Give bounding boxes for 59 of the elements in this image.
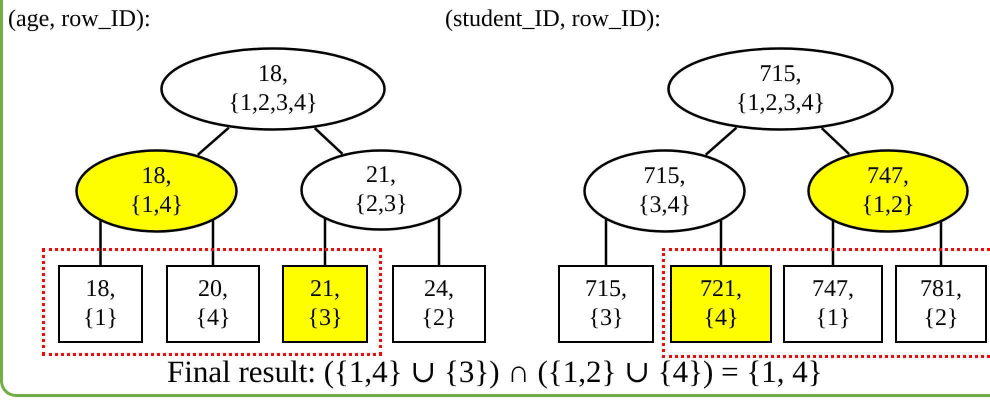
result-formula: Final result: ({1,4} ∪ {3}) ∩ ({1,2} ∪ {4}) = {1, 4} xyxy=(167,354,823,390)
node-label: 721, xyxy=(700,275,742,304)
tree-heading: (student_ID, row_ID): xyxy=(445,6,661,33)
tree-edge xyxy=(704,126,738,156)
node-label: 781, xyxy=(920,275,962,304)
node-label: {3} xyxy=(307,304,343,333)
leaf-node xyxy=(670,265,772,343)
tree-node xyxy=(807,149,969,233)
tree-edge xyxy=(438,218,440,265)
node-label: 20, xyxy=(198,275,228,304)
tree-node xyxy=(583,149,746,233)
tree-node xyxy=(300,149,462,231)
highlight-box xyxy=(662,248,990,358)
tree-edge xyxy=(314,127,344,155)
tree-edge xyxy=(99,220,102,265)
node-label: 18, xyxy=(258,60,288,89)
node-label: {4} xyxy=(195,304,231,333)
tree-edge xyxy=(197,126,230,156)
node-label: {1,2,3,4} xyxy=(228,89,318,118)
tree-node xyxy=(667,47,894,131)
leaf-node xyxy=(895,265,987,343)
tree-edge xyxy=(212,220,214,265)
node-label: 21, xyxy=(366,161,396,190)
node-label: 21, xyxy=(310,275,340,304)
node-label: 747, xyxy=(867,162,909,191)
node-label: {1,2,3,4} xyxy=(736,89,826,118)
tree-edge xyxy=(720,220,722,265)
leaf-node xyxy=(783,265,883,343)
leaf-node xyxy=(166,265,260,343)
tree-heading: (age, row_ID): xyxy=(8,6,151,33)
tree-node xyxy=(160,47,386,131)
node-label: {2} xyxy=(923,304,959,333)
tree-edge xyxy=(324,218,326,265)
tree-node xyxy=(75,149,238,233)
node-label: 18, xyxy=(86,275,116,304)
node-label: 715, xyxy=(644,162,686,191)
node-label: {4} xyxy=(703,304,739,333)
highlight-box xyxy=(42,248,382,356)
node-label: {3,4} xyxy=(638,191,692,220)
leaf-node xyxy=(558,265,654,343)
tree-edge xyxy=(832,220,834,265)
node-label: {1} xyxy=(815,304,851,333)
node-label: {3} xyxy=(588,304,624,333)
node-label: {1,4} xyxy=(130,191,184,220)
tree-edge xyxy=(604,219,608,265)
tree-edge xyxy=(940,222,942,265)
tree-edge xyxy=(820,127,850,156)
node-label: 715, xyxy=(760,60,802,89)
node-label: 18, xyxy=(142,162,172,191)
node-label: 24, xyxy=(424,275,454,304)
leaf-node xyxy=(392,265,486,343)
leaf-node xyxy=(58,265,143,343)
leaf-node xyxy=(282,265,368,343)
node-label: 715, xyxy=(585,275,627,304)
node-label: {1} xyxy=(82,304,118,333)
node-label: 747, xyxy=(812,275,854,304)
node-label: {1,2} xyxy=(861,191,915,220)
node-label: {2,3} xyxy=(354,190,408,219)
node-label: {2} xyxy=(421,304,457,333)
